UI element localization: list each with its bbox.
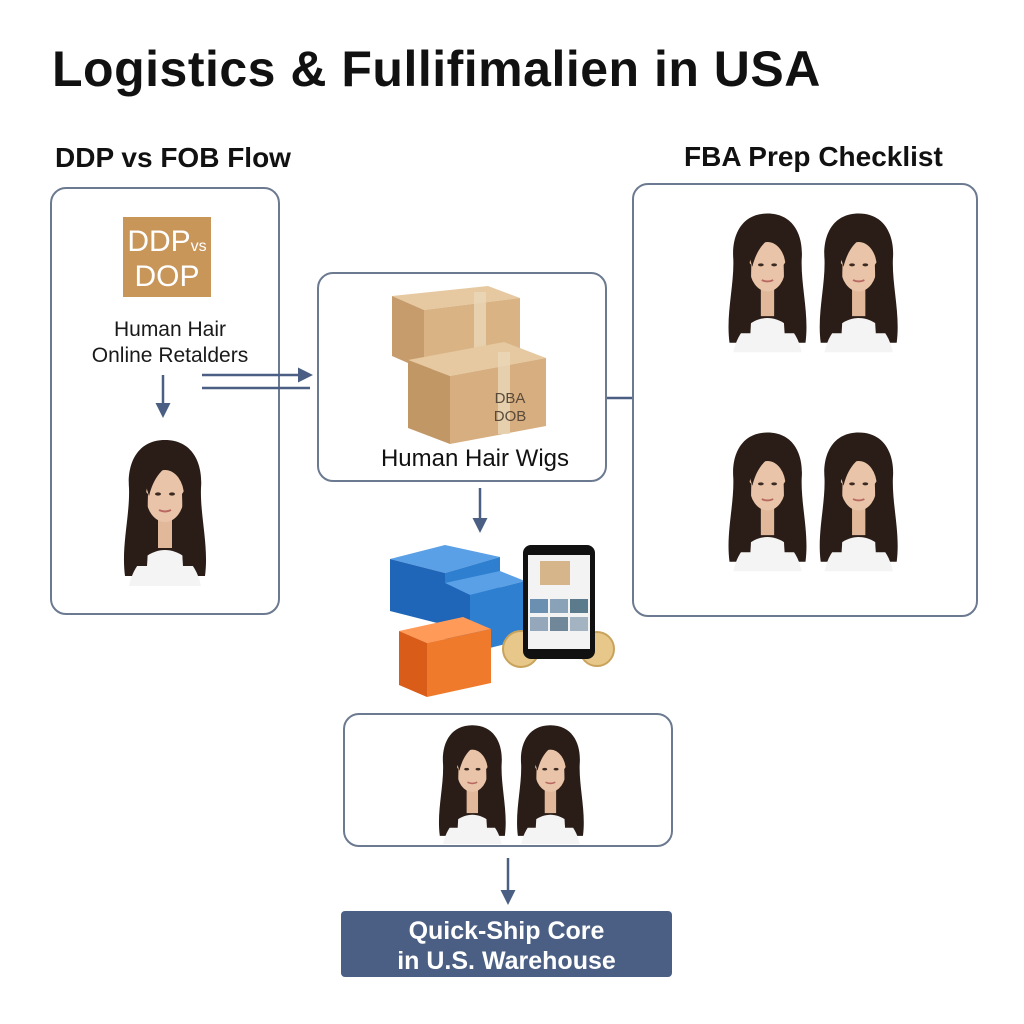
quick-ship-core-button[interactable]: Quick-Ship Core in U.S. Warehouse [341,911,672,977]
bottom-panel [343,713,673,847]
badge-bottom-text: DOP [134,260,200,293]
left-label-line1: Human Hair [113,318,227,341]
right-panel-heading: FBA Prep Checklist [684,141,943,172]
core-line2: in U.S. Warehouse [397,947,616,975]
woman-portrait-left [122,439,208,587]
box-label-line1: DBA [494,390,526,407]
cardboard-boxes-icon [392,286,546,444]
ddp-vs-dop-badge: DDPvs DOP [123,217,211,297]
page-title: Logistics & Fullifimalien in USA [52,41,821,97]
core-line1: Quick-Ship Core [408,917,605,945]
shipping-packages-icon [390,545,615,697]
box-label: DBA DOB [470,390,550,426]
women-portrait-pair-bottom-panel [438,724,585,845]
women-portrait-pair-top [727,212,899,354]
left-label-line2: Online Retalders [91,344,249,367]
badge-top-text: DDP [127,225,191,258]
center-panel-label: Human Hair Wigs [380,445,570,472]
left-panel-label: Human Hair Online Retalders [60,317,280,369]
women-portrait-pair-bottom [727,431,899,573]
badge-mid-text: vs [190,238,207,255]
box-label-line2: DOB [493,408,527,425]
left-panel-heading: DDP vs FOB Flow [55,142,291,173]
